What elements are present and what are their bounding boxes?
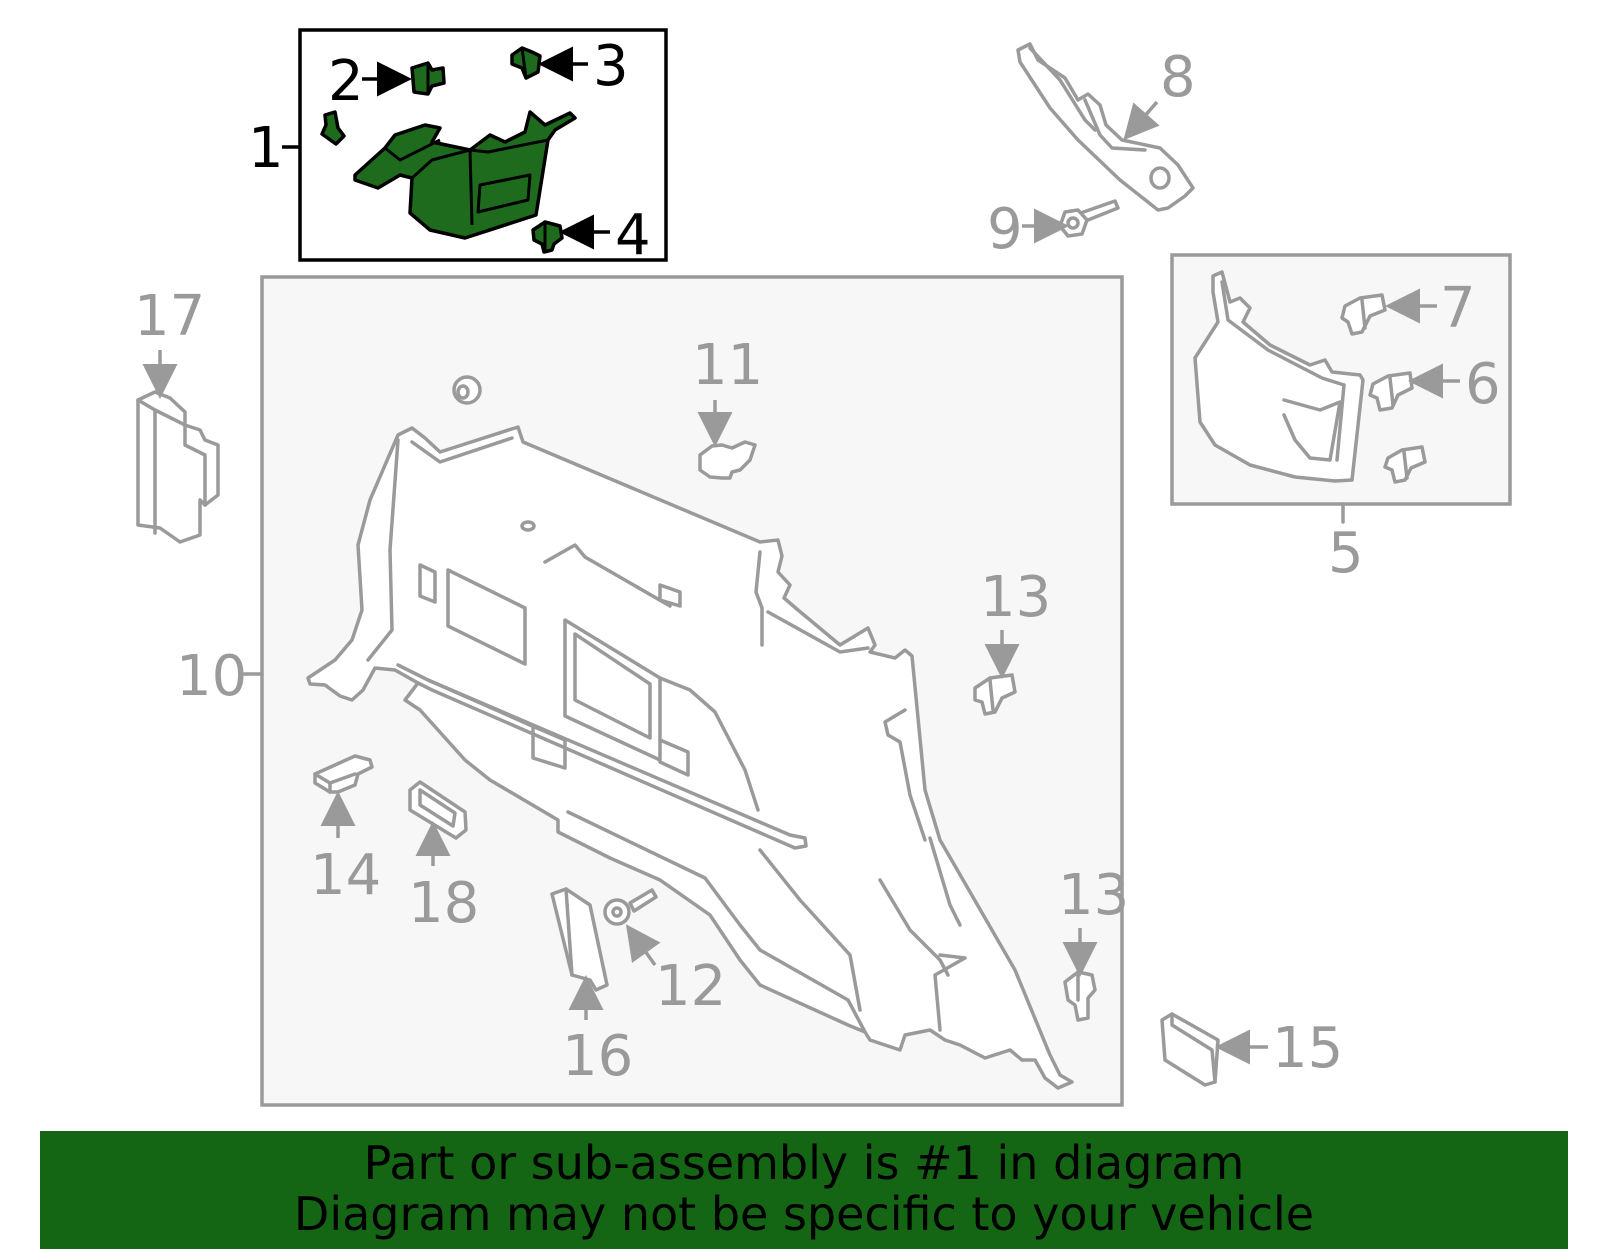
banner-line-1: Part or sub-assembly is #1 in diagram (363, 1136, 1245, 1190)
part-9-bolt[interactable] (1058, 199, 1120, 238)
part-4-clip[interactable] (531, 220, 564, 254)
part-8-bracket[interactable] (1016, 42, 1195, 212)
callout-9: 9 (987, 197, 1023, 262)
part-6-clip[interactable] (1368, 371, 1414, 412)
callout-8: 8 (1160, 45, 1196, 110)
retainer-clip[interactable] (320, 110, 346, 146)
part-15-cap[interactable] (1160, 1012, 1220, 1087)
part-10-quarter-trim-panel[interactable] (306, 425, 1074, 1090)
callout-13-lower: 13 (1058, 863, 1129, 928)
callout-3: 3 (593, 34, 629, 99)
callout-2: 2 (328, 49, 364, 114)
part-12-screw[interactable] (603, 888, 658, 926)
part-17-bracket[interactable] (136, 390, 220, 544)
callout-1: 1 (248, 116, 284, 181)
callout-4: 4 (615, 203, 651, 268)
part-1-trim-panel[interactable] (353, 110, 577, 240)
part-18-handle[interactable] (408, 780, 468, 840)
info-banner: Part or sub-assembly is #1 in diagram Di… (40, 1131, 1568, 1249)
callout-16: 16 (562, 1024, 633, 1089)
callout-10: 10 (176, 644, 247, 709)
banner-line-2: Diagram may not be specific to your vehi… (293, 1187, 1315, 1241)
callout-12: 12 (655, 954, 726, 1019)
part-2-clip[interactable] (410, 61, 446, 96)
callout-14: 14 (310, 843, 381, 908)
callout-13-upper: 13 (980, 565, 1051, 630)
part-14-cover[interactable] (313, 754, 374, 794)
callout-6: 6 (1465, 352, 1501, 417)
part-7-clip[interactable] (1340, 293, 1387, 336)
grommet[interactable] (452, 375, 482, 405)
callout-15: 15 (1272, 1016, 1343, 1081)
callout-11: 11 (692, 333, 763, 398)
callout-17: 17 (134, 284, 205, 349)
callout-5: 5 (1328, 521, 1364, 586)
callout-7: 7 (1440, 276, 1476, 341)
part-5-trim-panel[interactable] (1193, 270, 1365, 483)
part-5-clip[interactable] (1383, 445, 1427, 484)
callout-18: 18 (408, 871, 479, 936)
